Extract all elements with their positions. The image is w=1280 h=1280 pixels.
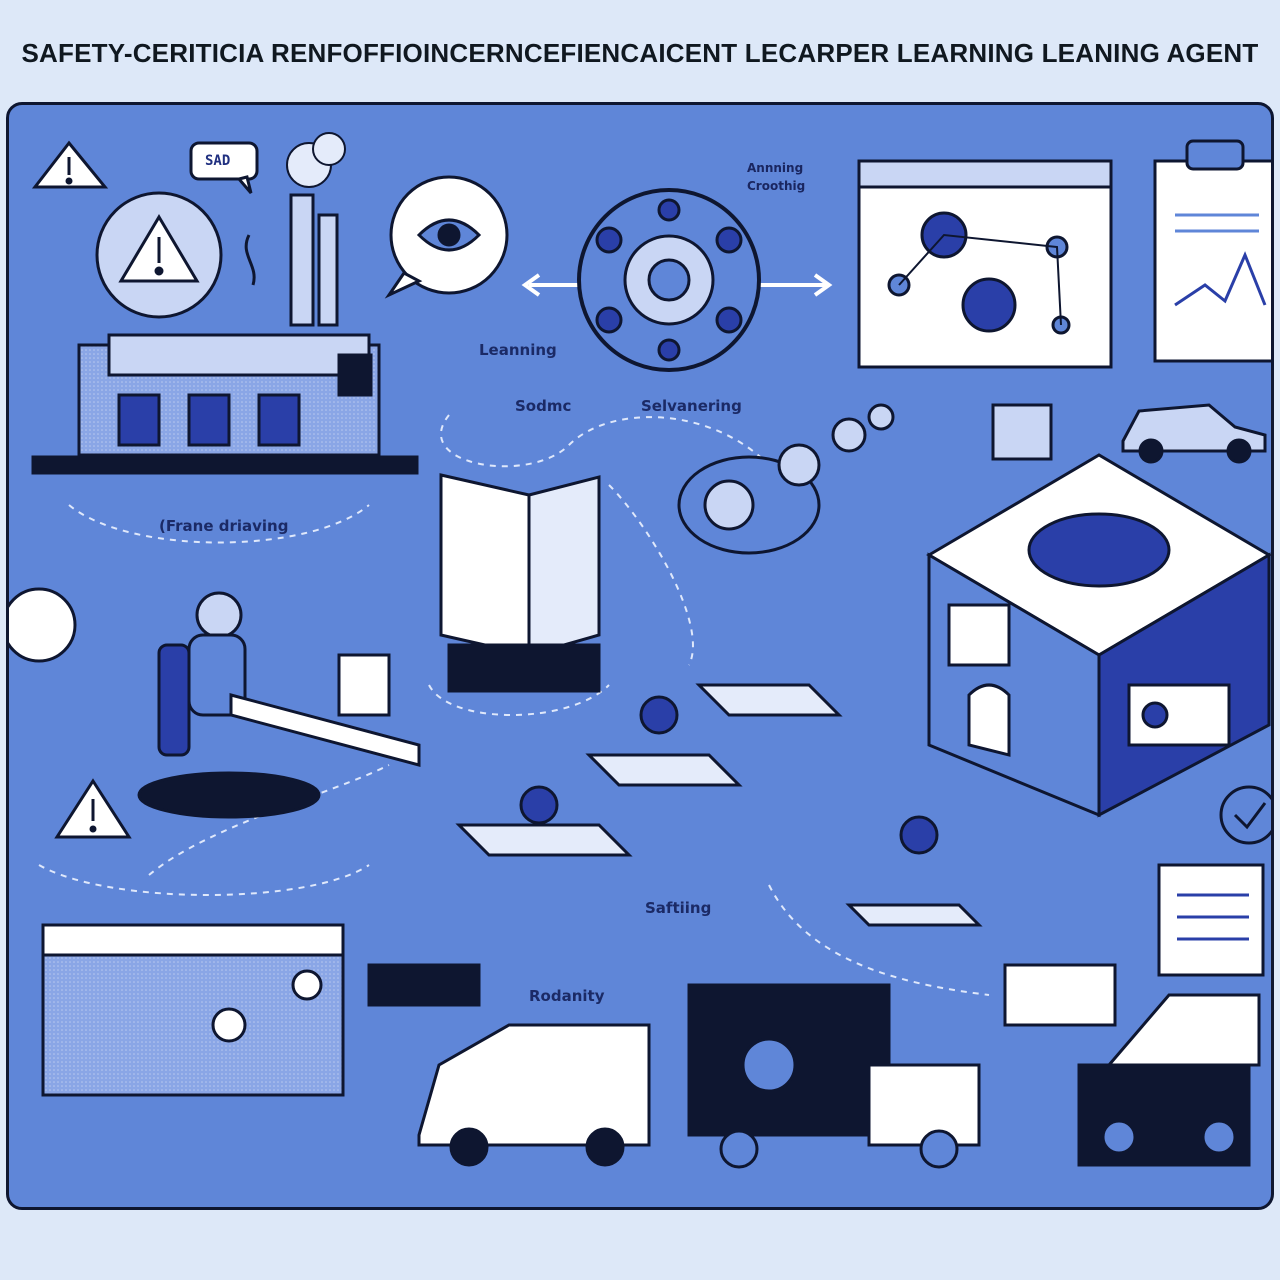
checkmark-pin-icon: [1219, 785, 1271, 845]
warning-icon-circle: [95, 191, 223, 319]
label-rodanity: Rodanity: [529, 987, 605, 1005]
diagram-title: SAFETY-CERITICIA RENFOFFIOINCERNCEFIENCA…: [21, 38, 1259, 68]
monitoring-bubble: [384, 175, 509, 299]
label-learning: Leanning: [479, 341, 557, 359]
gear-network-icon: [521, 188, 833, 372]
label-sodmc: Sodmc: [515, 397, 572, 415]
workflow-platforms: [367, 683, 1117, 1027]
label-selvanering: Selvanering: [641, 397, 742, 415]
server-building: [926, 453, 1271, 818]
car-icon: [1121, 403, 1267, 464]
box-icon: [991, 403, 1053, 461]
clipboard-chart: [1153, 139, 1271, 363]
label-annning: Annning: [747, 161, 804, 175]
browser-graph-window: [857, 159, 1113, 369]
label-frame-drawing: (Frane driaving: [159, 517, 289, 535]
display-panel: [439, 473, 601, 693]
truck-icon: [687, 983, 981, 1169]
label-safting: Saftiing: [645, 899, 712, 917]
warning-icon-small: [31, 140, 109, 189]
sad-speech-bubble: [189, 141, 259, 194]
crates: [41, 923, 345, 1097]
checklist-card: [1157, 863, 1265, 977]
factory-illustration: [31, 132, 419, 475]
label-croothig: Croothig: [747, 179, 806, 193]
diagram-panel: SAD Annning Croothig Leanning Sodmc Selv…: [6, 102, 1274, 1210]
person-at-computer: [9, 587, 421, 819]
van-icon: [417, 1023, 651, 1167]
delivery-van-right: [1077, 993, 1261, 1167]
diagram-illustration: [9, 132, 1271, 1169]
warning-icon-lower: [54, 778, 132, 839]
sad-bubble-text: SAD: [205, 153, 231, 169]
robotic-mechanism: [677, 403, 895, 555]
